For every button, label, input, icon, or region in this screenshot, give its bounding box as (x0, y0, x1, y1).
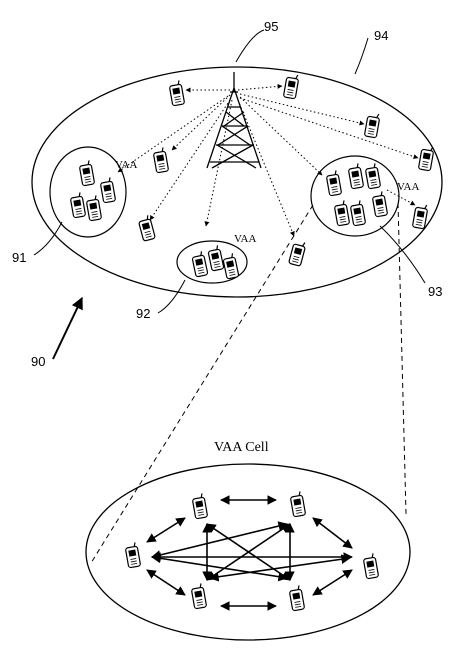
ref-91: 91 (12, 250, 26, 265)
vaa-cell-links (146, 495, 353, 611)
vaa-cell-ellipse (85, 463, 411, 641)
vaa-label-bottom: VAA (234, 233, 256, 245)
reference-leaders (33, 29, 426, 314)
ref-95: 95 (264, 19, 278, 34)
ref-94: 94 (374, 28, 388, 43)
vaa-label-right: VAA (397, 181, 419, 193)
network-ellipse (31, 66, 443, 298)
ref-93: 93 (428, 284, 442, 299)
vaa-label-left: VAA (115, 159, 137, 171)
mobile-phone-icon (69, 72, 435, 280)
ref-92: 92 (136, 306, 150, 321)
ref-90: 90 (31, 354, 45, 369)
vaa-cell-phones (124, 490, 380, 612)
radio-links (117, 83, 419, 237)
cell-tower-icon (206, 72, 262, 169)
vaa-cell-title: VAA Cell (214, 440, 269, 455)
vaa-group-bottom (176, 240, 248, 284)
projection-lines (90, 202, 407, 564)
vaa-group-left (49, 146, 127, 238)
arrow-icon (52, 296, 83, 360)
